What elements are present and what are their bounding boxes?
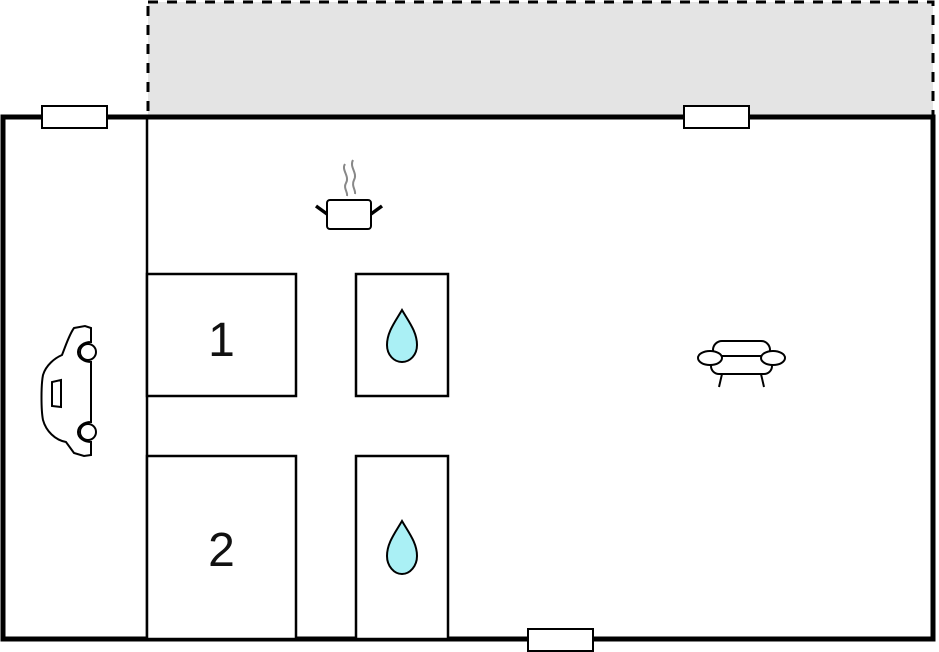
outer-wall <box>0 114 936 642</box>
bedroom-1-label: 1 <box>208 314 235 367</box>
car-icon <box>40 324 97 458</box>
water-drop-icon <box>385 519 419 576</box>
window-top-left <box>41 105 108 129</box>
sofa-icon <box>697 340 786 388</box>
cooking-pot-icon <box>314 159 384 230</box>
bedroom-2-label: 2 <box>208 524 235 577</box>
bedroom-2 <box>145 454 298 641</box>
window-bottom <box>527 628 594 652</box>
bedroom-1 <box>145 272 298 398</box>
water-drop-icon <box>385 308 419 364</box>
window-top-right <box>683 105 750 129</box>
terrace-area <box>146 0 935 119</box>
